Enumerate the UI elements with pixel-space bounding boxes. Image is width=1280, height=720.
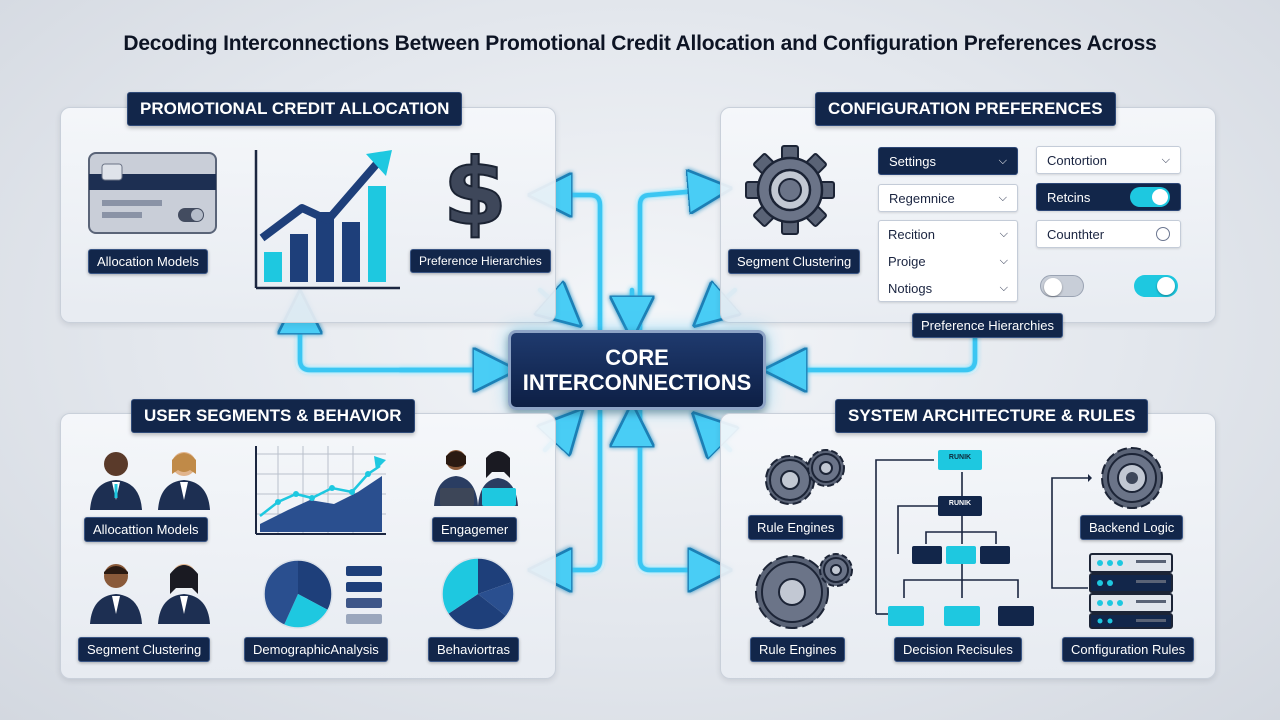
settings-dropdown[interactable]: Settings ⌵ bbox=[878, 147, 1018, 175]
rule-engines-label-2: Rule Engines bbox=[750, 637, 846, 662]
chevron-down-icon: ⌵ bbox=[998, 154, 1007, 167]
decision-recisules-label: Decision Recisules bbox=[894, 637, 1022, 662]
configuration-rules-label: Configuration Rules bbox=[1062, 637, 1195, 662]
chevron-down-icon: ⌵ bbox=[1161, 153, 1170, 166]
users-panel-header: USER SEGMENTS & BEHAVIOR bbox=[131, 399, 415, 433]
toggle-off[interactable] bbox=[1040, 275, 1084, 297]
backend-gear-icon bbox=[1101, 447, 1163, 509]
allocation-models-label: Allocation Models bbox=[88, 249, 208, 274]
core-line-1: CORE bbox=[605, 344, 669, 370]
toggle-knob bbox=[1044, 278, 1062, 296]
counthter-radio-label: Counthter bbox=[1047, 226, 1105, 242]
retcins-toggle[interactable] bbox=[1130, 187, 1170, 207]
business-people-icon-2 bbox=[90, 564, 210, 624]
segment-clustering-users-label: Segment Clustering bbox=[78, 637, 211, 662]
credit-card-icon bbox=[88, 152, 217, 234]
counthter-radio[interactable] bbox=[1156, 227, 1170, 241]
backend-logic-label: Backend Logic bbox=[1080, 515, 1184, 540]
config-connector bbox=[1051, 474, 1092, 589]
config-preference-hierarchies-label: Preference Hierarchies bbox=[912, 313, 1063, 338]
config-panel-header: CONFIGURATION PREFERENCES bbox=[815, 92, 1116, 126]
recition-dropdown-label: Recition bbox=[888, 226, 935, 242]
behaviortras-label: Behaviortras bbox=[428, 637, 519, 662]
decision-flowchart bbox=[875, 450, 1034, 626]
chevron-down-icon: ⌵ bbox=[999, 227, 1008, 240]
retcins-toggle-label: Retcins bbox=[1047, 189, 1091, 205]
engagemer-label: Engagemer bbox=[432, 517, 518, 542]
business-people-icon bbox=[90, 452, 210, 510]
notiogs-dropdown[interactable]: Notiogs ⌵ bbox=[878, 274, 1018, 302]
settings-dropdown-label: Settings bbox=[889, 153, 936, 169]
promo-panel-header: PROMOTIONAL CREDIT ALLOCATION bbox=[127, 92, 463, 126]
regemnice-dropdown-label: Regemnice bbox=[889, 190, 955, 206]
flow-node-2-text: RUNIK bbox=[948, 500, 972, 507]
behavior-pie-icon bbox=[441, 557, 515, 631]
flow-node-1-text: RUNIK bbox=[948, 454, 972, 461]
segment-clustering-label: Segment Clustering bbox=[728, 249, 861, 274]
preference-hierarchies-label: Preference Hierarchies bbox=[410, 249, 551, 273]
notiogs-dropdown-label: Notiogs bbox=[888, 280, 933, 296]
page-title: Decoding Interconnections Between Promot… bbox=[123, 32, 1157, 55]
rule-engines-label: Rule Engines bbox=[748, 515, 844, 540]
gear-icon bbox=[745, 145, 835, 235]
retcins-toggle-row[interactable]: Retcins bbox=[1036, 183, 1181, 211]
contortion-dropdown-label: Contortion bbox=[1047, 152, 1107, 168]
settings-group bbox=[878, 220, 1018, 302]
gears-icon-2 bbox=[755, 553, 853, 629]
recition-dropdown[interactable]: Recition ⌵ bbox=[878, 220, 1018, 248]
proige-dropdown[interactable]: Proige ⌵ bbox=[878, 247, 1018, 275]
toggle-knob bbox=[1157, 277, 1175, 295]
chevron-down-icon: ⌵ bbox=[999, 281, 1008, 294]
allocattion-models-label: Allocattion Models bbox=[84, 517, 208, 542]
proige-dropdown-label: Proige bbox=[888, 253, 926, 269]
laptop-users-icon bbox=[434, 450, 518, 506]
chevron-down-icon: ⌵ bbox=[998, 191, 1007, 204]
core-line-2: INTERCONNECTIONS bbox=[522, 370, 752, 395]
toggle-knob bbox=[1152, 189, 1168, 205]
pie-chart-icon bbox=[263, 559, 382, 629]
regemnice-dropdown[interactable]: Regemnice ⌵ bbox=[878, 184, 1018, 212]
gears-icon bbox=[765, 449, 845, 505]
demographic-analysis-label: DemographicAnalysis bbox=[244, 637, 388, 662]
server-rack-icon bbox=[1089, 553, 1173, 629]
toggle-on[interactable] bbox=[1134, 275, 1178, 297]
contortion-dropdown[interactable]: Contortion ⌵ bbox=[1036, 146, 1181, 174]
chevron-down-icon: ⌵ bbox=[999, 254, 1008, 267]
growth-chart-icon bbox=[254, 150, 400, 290]
core-interconnections-node: CORE INTERCONNECTIONS bbox=[508, 330, 766, 410]
system-panel-header: SYSTEM ARCHITECTURE & RULES bbox=[835, 399, 1149, 433]
area-chart-icon bbox=[255, 446, 386, 535]
svg-text:$: $ bbox=[443, 140, 507, 240]
counthter-radio-row[interactable]: Counthter bbox=[1036, 220, 1181, 248]
users-panel bbox=[60, 413, 556, 679]
dollar-sign-icon: $ bbox=[442, 140, 508, 240]
